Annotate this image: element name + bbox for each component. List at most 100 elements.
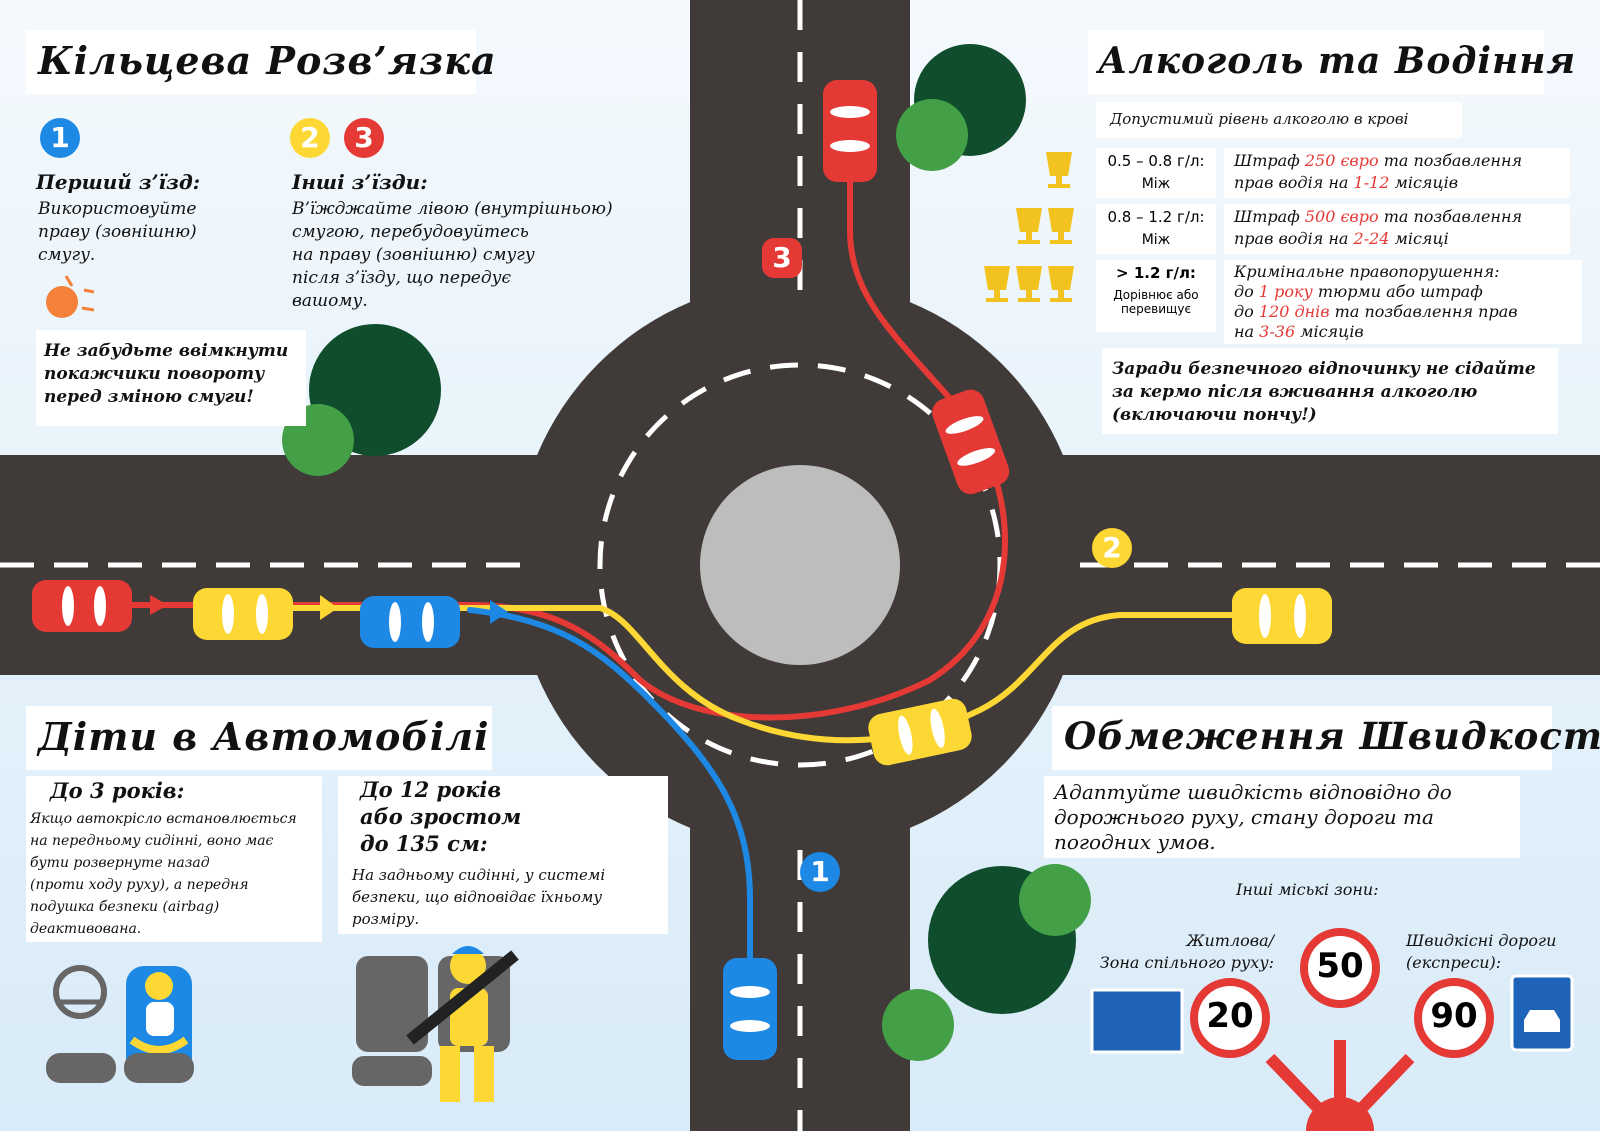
under3-box bbox=[26, 776, 322, 942]
fine-text: та позбавлення прав на bbox=[1234, 302, 1518, 341]
alcohol-title: Алкоголь та Водіння bbox=[1098, 40, 1577, 82]
glass-icon bbox=[984, 266, 1010, 302]
fine-amount: 250 євро bbox=[1304, 151, 1379, 170]
yellow-car-ring bbox=[868, 698, 972, 766]
fine-text: та позбавлення прав водія на bbox=[1234, 207, 1523, 248]
alcohol-advice-box bbox=[1102, 348, 1558, 434]
fine-text: Кримінальне правопорушення: до bbox=[1234, 262, 1500, 301]
glass-icon bbox=[1046, 152, 1072, 188]
car-icon bbox=[1524, 1010, 1560, 1032]
fine-text: та позбавлення прав водія на bbox=[1234, 151, 1523, 192]
speed-limit-20-sign bbox=[1190, 978, 1270, 1058]
alcohol-subtitle-box bbox=[1096, 102, 1462, 138]
path-exit-3 bbox=[37, 97, 1008, 721]
fine-amount: 500 євро bbox=[1304, 207, 1379, 226]
speedometer-hub bbox=[1306, 1097, 1374, 1131]
fine-period: 2-24 bbox=[1353, 229, 1390, 248]
residential-zone-sign bbox=[1090, 988, 1184, 1054]
fine-text: Штраф bbox=[1234, 207, 1305, 226]
roundabout-title-box bbox=[26, 30, 476, 94]
yellow-car-east bbox=[1232, 588, 1332, 644]
exit-3-badge: 3 bbox=[762, 238, 802, 278]
blue-car-west bbox=[360, 596, 460, 648]
glass-icon bbox=[1016, 266, 1042, 302]
yellow-car-west bbox=[193, 588, 293, 640]
trees bbox=[282, 44, 1091, 1061]
speed-limit-90: 90 bbox=[1430, 996, 1478, 1036]
child-seat-illustration bbox=[46, 965, 194, 1083]
under12-text: На задньому сидінні, у системі безпеки, … bbox=[352, 866, 606, 928]
fine-text: тюрми або штраф до bbox=[1234, 282, 1483, 321]
speed-limit-50-sign bbox=[1300, 928, 1380, 1008]
alcohol-row-2-note: Між bbox=[1141, 232, 1171, 248]
red-car-ring bbox=[932, 389, 1010, 495]
cars bbox=[32, 80, 1332, 1060]
glass-icons bbox=[984, 152, 1074, 302]
red-car-west bbox=[32, 580, 132, 632]
fine-period: 1-12 bbox=[1353, 173, 1390, 192]
roundabout-center bbox=[700, 465, 900, 665]
speed-title: Обмеження Швидкості bbox=[1064, 714, 1600, 758]
alcohol-title-box bbox=[1088, 30, 1544, 94]
steering-wheel-icon bbox=[53, 965, 107, 1019]
alcohol-row-3-level: > 1.2 г/л: bbox=[1116, 264, 1196, 282]
reminder-box bbox=[36, 330, 306, 426]
other-exit-badge-2: 2 bbox=[290, 118, 330, 158]
lane-divider-ring bbox=[597, 362, 1003, 768]
residential-zone-label: Житлова/ Зона спільного руху: bbox=[1099, 931, 1274, 972]
alcohol-row-3-fine: Кримінальне правопорушення: до 1 року тю… bbox=[1234, 262, 1518, 342]
alcohol-row-2-level-box bbox=[1096, 204, 1216, 254]
blue-car-south bbox=[723, 958, 777, 1060]
alcohol-row-2-fine: Штраф 500 євро та позбавлення прав водія… bbox=[1234, 206, 1522, 250]
exit-2-badge: 2 bbox=[1092, 528, 1132, 568]
other-exits-text: В’їжджайте лівою (внутрішньою) смугою, п… bbox=[292, 199, 613, 311]
roundabout-title: Кільцева Розв’язка bbox=[38, 38, 497, 83]
tree bbox=[882, 989, 954, 1061]
glass-icon bbox=[1016, 208, 1042, 244]
seatbelt-illustration bbox=[352, 946, 519, 1102]
fine-period: 3-36 bbox=[1259, 322, 1296, 341]
under3-heading: До 3 років: bbox=[50, 778, 185, 803]
tree bbox=[1019, 864, 1091, 936]
first-exit-text: Використовуйте праву (зовнішню) смугу. bbox=[38, 199, 197, 265]
first-exit-badge: 1 bbox=[40, 118, 80, 158]
alcohol-row-1-fine-box bbox=[1224, 148, 1570, 198]
alcohol-row-2-fine-box bbox=[1224, 204, 1570, 254]
fine-days: 120 днів bbox=[1258, 302, 1330, 321]
alcohol-row-2-level: 0.8 – 1.2 г/л: bbox=[1107, 208, 1205, 226]
glass-icon bbox=[1048, 266, 1074, 302]
under3-text: Якщо автокрісло встановлюється на передн… bbox=[30, 811, 297, 937]
alcohol-row-1-note: Між bbox=[1141, 176, 1171, 192]
path-exit-1 bbox=[467, 607, 753, 993]
turn-signal-icon bbox=[46, 275, 95, 318]
expressway-label: Швидкісні дороги (експреси): bbox=[1406, 931, 1557, 972]
speed-title-box bbox=[1052, 706, 1552, 770]
reminder-text: Не забудьте ввімкнути покажчики повороту… bbox=[44, 341, 289, 407]
under12-box bbox=[338, 776, 668, 934]
alcohol-row-1-fine: Штраф 250 євро та позбавлення прав водія… bbox=[1234, 150, 1522, 194]
first-exit-heading: Перший з’їзд: bbox=[36, 170, 201, 194]
alcohol-row-3-level-box bbox=[1096, 260, 1216, 332]
other-zones-label: Інші міські зони: bbox=[1236, 880, 1379, 899]
alcohol-row-3-note: Дорівнює або перевищує bbox=[1113, 288, 1199, 316]
exit-1-badge: 1 bbox=[800, 852, 840, 892]
alcohol-advice: Заради безпечного відпочинку не сідайте … bbox=[1112, 359, 1536, 425]
fine-prison: 1 року bbox=[1258, 282, 1313, 301]
fine-text: місяців bbox=[1389, 173, 1459, 192]
alcohol-row-1-level-box bbox=[1096, 148, 1216, 198]
glass-icon bbox=[1048, 208, 1074, 244]
speed-text-box bbox=[1044, 776, 1520, 858]
speed-limit-90-sign bbox=[1414, 978, 1494, 1058]
alcohol-row-1-level: 0.5 – 0.8 г/л: bbox=[1107, 152, 1205, 170]
red-car-north bbox=[823, 80, 877, 182]
fine-text: місяців bbox=[1295, 322, 1364, 341]
fine-text: місяці bbox=[1389, 229, 1449, 248]
speed-limit-20: 20 bbox=[1206, 996, 1254, 1036]
speed-limit-50: 50 bbox=[1316, 946, 1364, 986]
tree bbox=[896, 99, 968, 171]
other-exits-heading: Інші з’їзди: bbox=[292, 170, 428, 194]
speed-text: Адаптуйте швидкість відповідно до дорожн… bbox=[1054, 780, 1452, 854]
under12-heading: До 12 років або зростом до 135 см: bbox=[360, 777, 522, 856]
other-exit-badge-3: 3 bbox=[344, 118, 384, 158]
children-title-box bbox=[26, 706, 492, 770]
